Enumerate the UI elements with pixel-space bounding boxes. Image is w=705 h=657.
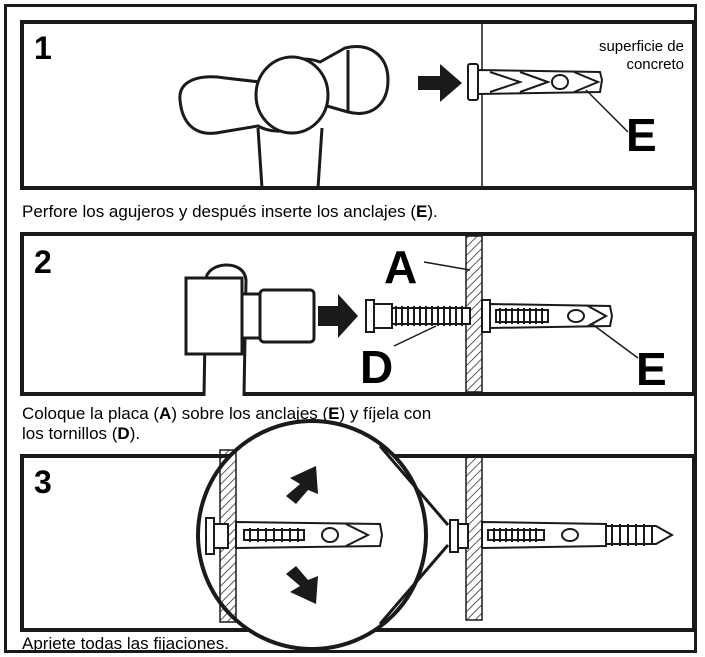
step-2-part-e-label: E <box>636 343 667 395</box>
hammer-icon <box>178 45 390 189</box>
wall-anchor-icon <box>205 517 384 555</box>
step-1-caption: Perfore los agujeros y después inserte l… <box>22 202 438 221</box>
concrete-surface-label: superficie de concreto <box>560 38 684 74</box>
screw-icon <box>365 299 471 333</box>
expand-up-arrow-icon <box>286 466 318 504</box>
direction-arrow-icon <box>318 294 358 338</box>
assembled-fixing-icon <box>449 519 675 553</box>
step-3-caption: Apriete todas las fijaciones. <box>22 634 229 653</box>
step-2-caption-line1: Coloque la placa (A) sobre los anclajes … <box>22 404 432 423</box>
wall-anchor-icon <box>481 299 614 333</box>
expand-down-arrow-icon <box>286 566 318 604</box>
wall-anchor-icon <box>467 63 629 133</box>
concrete-note-line2: concreto <box>626 56 684 73</box>
step-2-part-d-label: D <box>360 341 394 393</box>
concrete-note-line1: superficie de <box>598 38 684 55</box>
step-3-number: 3 <box>34 464 52 500</box>
step-1-number: 1 <box>34 30 52 66</box>
step-2-number: 2 <box>34 244 52 280</box>
step-2-part-a-label: A <box>384 241 418 293</box>
step-1-part-e-label: E <box>626 109 657 161</box>
direction-arrow-icon <box>418 64 462 102</box>
socket-wrench-icon <box>184 263 316 397</box>
step-2-caption-line2: los tornillos (D). <box>22 424 141 443</box>
